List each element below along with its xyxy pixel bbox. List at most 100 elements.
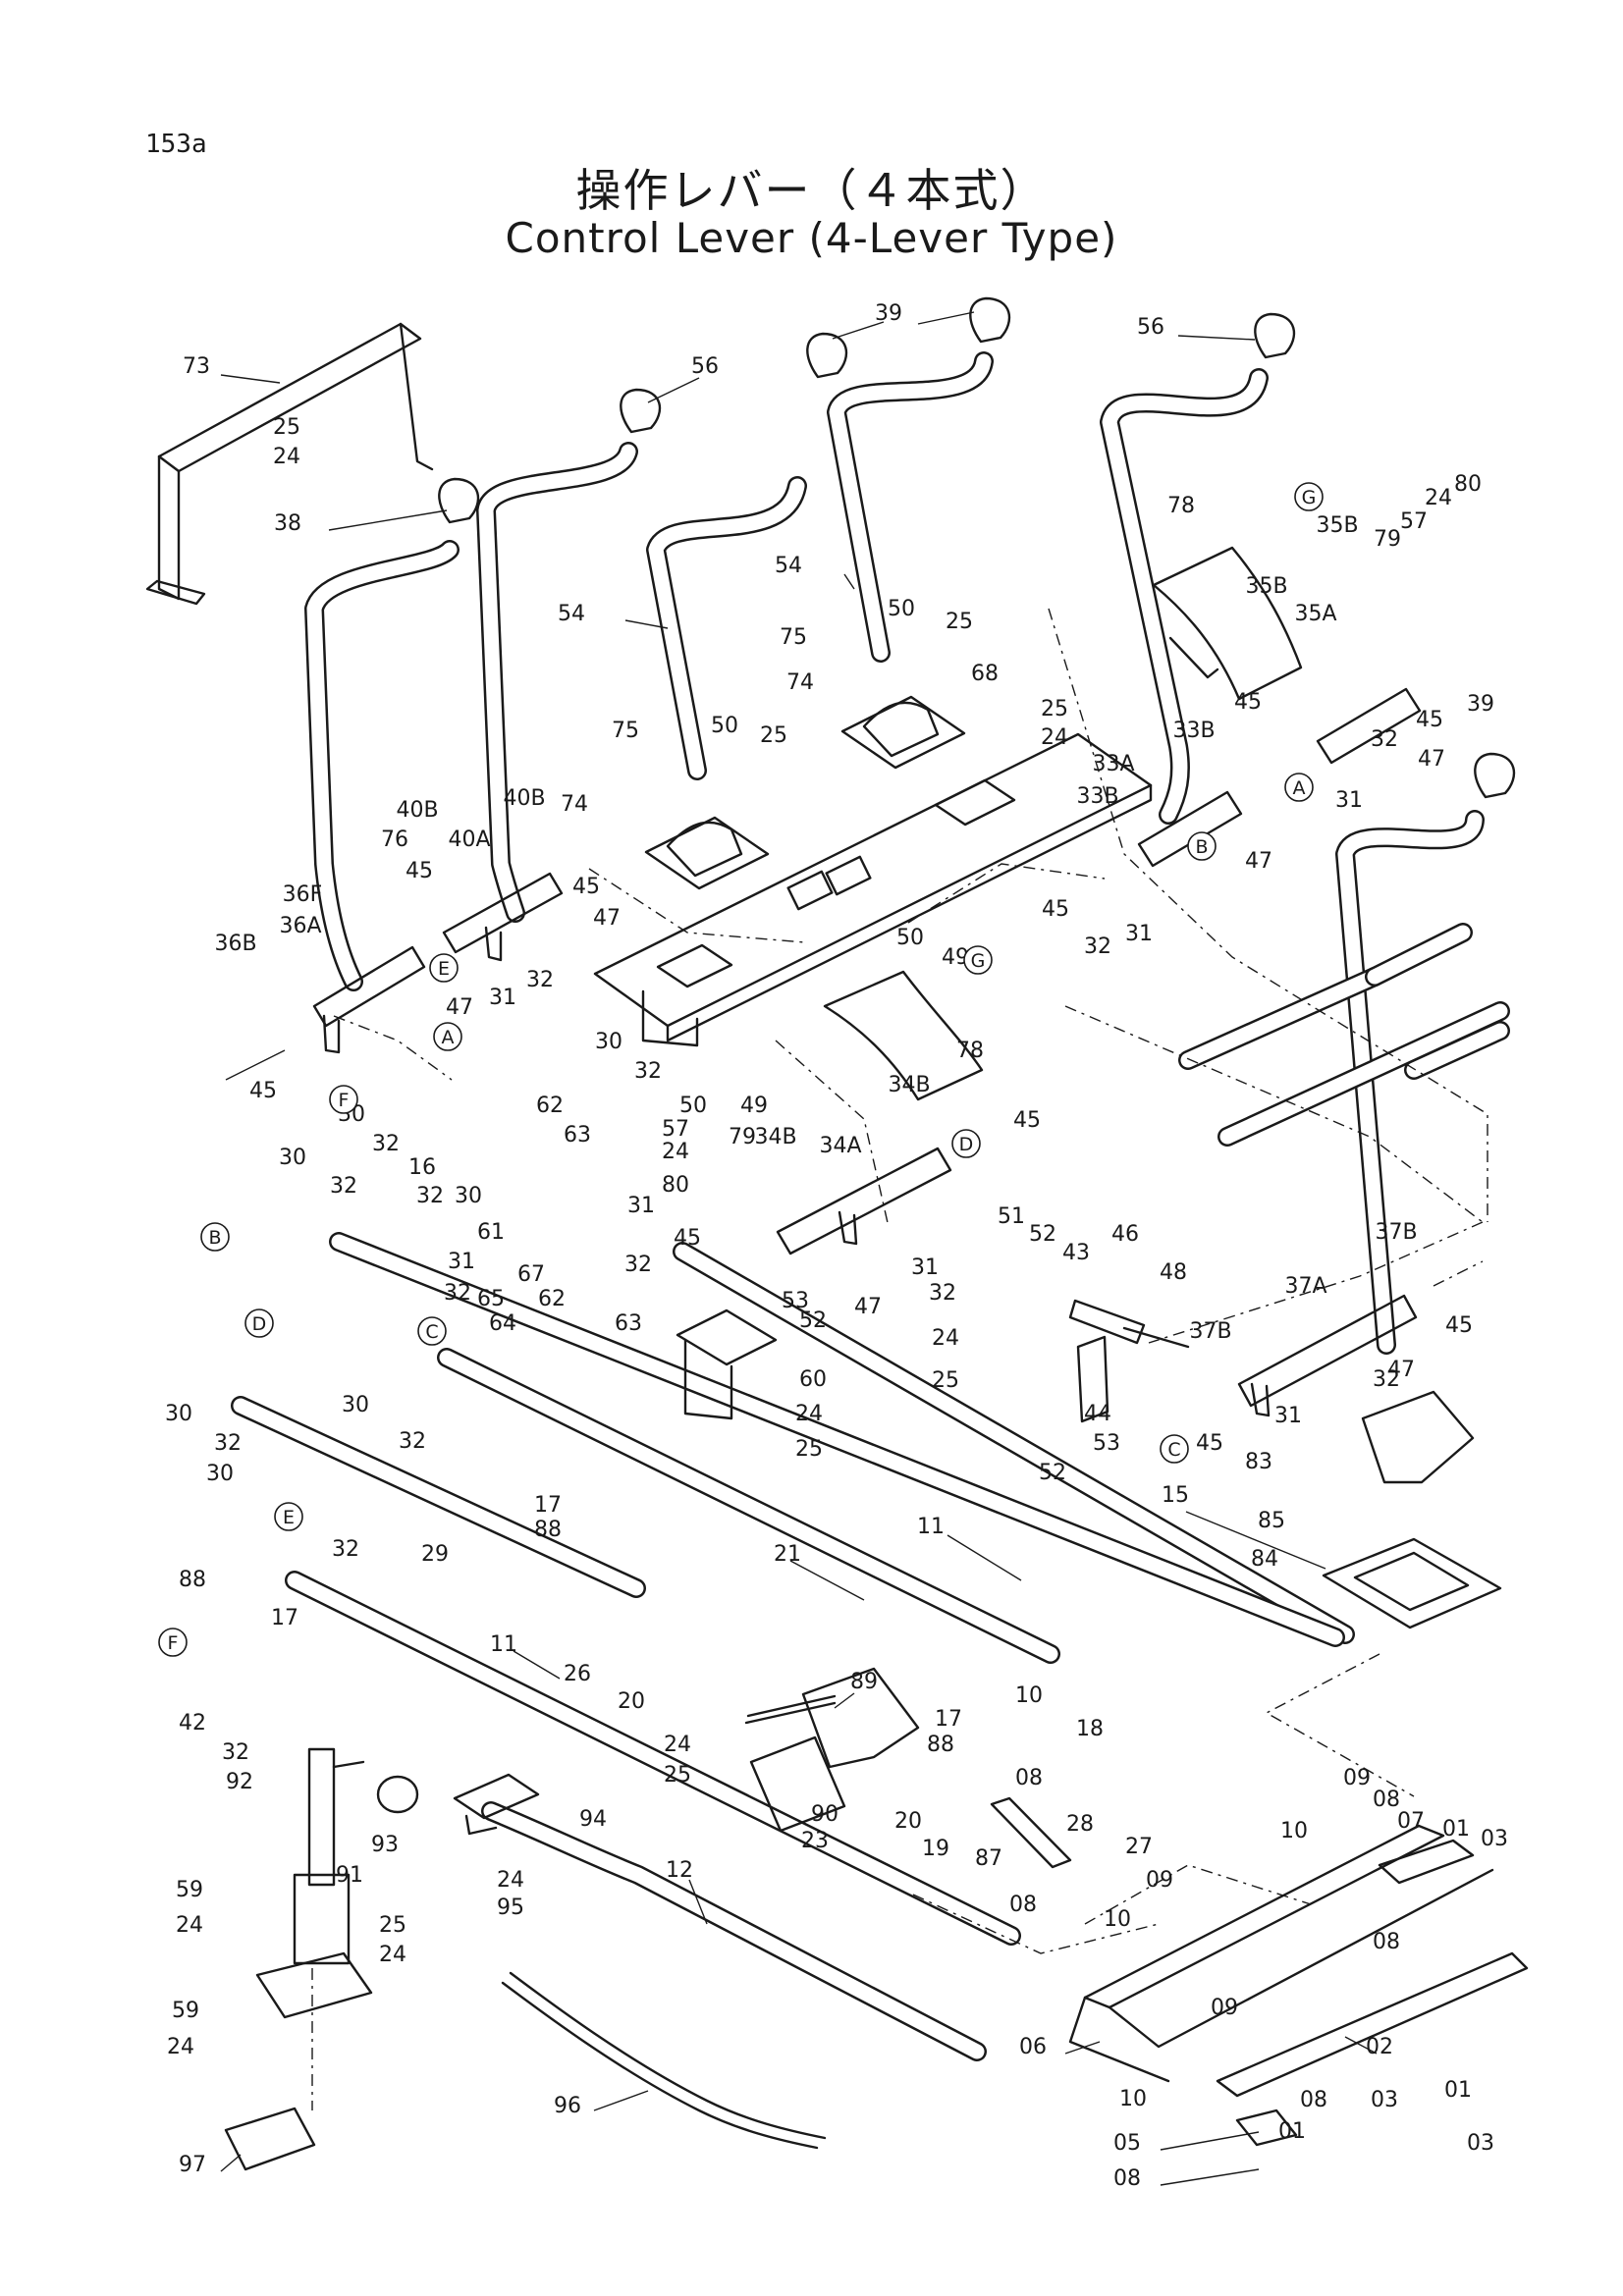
part-label: 40B — [503, 786, 545, 811]
part-label: 50 — [896, 926, 924, 950]
part-label: 67 — [517, 1262, 545, 1287]
part-label: 31 — [1335, 788, 1363, 813]
part-label: 32 — [416, 1184, 444, 1208]
part-label: 12 — [666, 1858, 693, 1883]
part-label: 08 — [1373, 1930, 1400, 1954]
boot-74-right — [840, 695, 966, 770]
part-label: 08 — [1113, 2166, 1141, 2191]
part-label: 74 — [786, 670, 814, 695]
reference-letter: A — [442, 1027, 455, 1048]
part-label: 30 — [206, 1462, 234, 1486]
circled-reference: E — [429, 953, 459, 983]
part-label: 31 — [627, 1194, 655, 1218]
part-label: 20 — [618, 1689, 645, 1714]
part-label: 78 — [956, 1039, 984, 1063]
rod-12 — [481, 1801, 987, 2061]
reference-letter: B — [208, 1227, 221, 1249]
part-label: 45 — [674, 1226, 701, 1251]
part-label: 17 — [935, 1707, 962, 1732]
part-label: 92 — [226, 1770, 253, 1794]
circled-reference: F — [158, 1628, 188, 1657]
reference-letter: A — [1293, 777, 1306, 799]
part-label: 11 — [917, 1515, 945, 1539]
switch-column-91 — [224, 1747, 419, 2171]
part-label: 54 — [775, 554, 802, 578]
part-label: 01 — [1442, 1817, 1470, 1842]
part-label: 35B — [1245, 574, 1287, 599]
part-label: 45 — [1445, 1313, 1473, 1338]
lever-tube-39-right — [1335, 810, 1485, 1355]
lever-tube-56-right — [1100, 368, 1269, 825]
part-label: 01 — [1444, 2078, 1472, 2103]
part-label: 17 — [271, 1606, 298, 1630]
part-label: 32 — [624, 1253, 652, 1277]
part-label: 39 — [1467, 692, 1494, 717]
part-label: 53 — [1093, 1431, 1120, 1456]
part-label: 25 — [760, 723, 787, 748]
part-label: 85 — [1258, 1509, 1285, 1533]
part-label: 61 — [477, 1220, 505, 1245]
part-label: 18 — [1076, 1717, 1104, 1741]
circled-reference: A — [433, 1022, 462, 1051]
solenoid-89 — [744, 1667, 920, 1833]
part-label: 52 — [799, 1308, 827, 1333]
part-label: 32 — [1373, 1367, 1400, 1392]
part-label: 27 — [1125, 1835, 1153, 1859]
part-label: 24 — [1425, 486, 1452, 510]
part-label: 23 — [801, 1829, 829, 1853]
part-label: 88 — [927, 1733, 954, 1757]
knob-56-left — [620, 388, 662, 434]
knob-56-right — [1254, 312, 1296, 359]
reference-circle — [158, 1628, 188, 1657]
part-label: 30 — [342, 1393, 369, 1417]
lever-tube-54-right — [827, 351, 994, 663]
circled-reference: B — [1187, 831, 1217, 861]
reference-circle — [200, 1222, 230, 1252]
part-label: 32 — [929, 1281, 956, 1306]
part-label: 25 — [379, 1913, 406, 1938]
knob-38 — [438, 477, 480, 524]
part-label: 24 — [1041, 725, 1068, 750]
part-label: 33A — [1092, 752, 1134, 776]
part-label: 31 — [911, 1255, 939, 1280]
circled-reference: G — [963, 945, 993, 975]
part-label: 49 — [740, 1094, 768, 1118]
reference-circle — [433, 1022, 462, 1051]
reference-letter: C — [1167, 1439, 1180, 1461]
reference-circle — [274, 1502, 303, 1531]
reference-letter: F — [168, 1632, 179, 1654]
link-plate-87 — [990, 1796, 1072, 1869]
part-label: 25 — [273, 415, 300, 440]
cup-83 — [1361, 1390, 1475, 1484]
part-label: 07 — [1397, 1809, 1425, 1834]
part-label: 93 — [371, 1833, 399, 1857]
part-label: 32 — [332, 1537, 359, 1562]
reference-circle — [1294, 482, 1324, 511]
circled-reference: C — [417, 1316, 447, 1346]
part-label: 63 — [615, 1311, 642, 1336]
cable-96 — [501, 1971, 827, 2150]
part-label: 32 — [214, 1431, 242, 1456]
part-label: 65 — [477, 1287, 505, 1311]
part-label: 08 — [1009, 1893, 1037, 1917]
part-label: 08 — [1015, 1766, 1043, 1790]
part-label: 24 — [167, 2035, 194, 2059]
part-label: 54 — [558, 602, 585, 626]
part-label: 10 — [1280, 1819, 1308, 1843]
reference-circle — [417, 1316, 447, 1346]
reference-letter: G — [971, 950, 986, 972]
circled-reference: D — [951, 1129, 981, 1158]
circled-reference: F — [329, 1085, 358, 1114]
part-label: 88 — [534, 1518, 562, 1542]
shaft-34A — [776, 1147, 952, 1255]
reference-circle — [1160, 1434, 1189, 1464]
part-label: 44 — [1084, 1402, 1111, 1426]
circled-reference: G — [1294, 482, 1324, 511]
rod-11-upper — [673, 1242, 1355, 1644]
reference-letter: B — [1195, 836, 1208, 858]
part-label: 21 — [774, 1542, 801, 1567]
part-label: 52 — [1039, 1461, 1066, 1485]
reference-letter: D — [252, 1313, 267, 1335]
part-label: 25 — [932, 1368, 959, 1393]
part-label: 36F — [283, 882, 323, 907]
